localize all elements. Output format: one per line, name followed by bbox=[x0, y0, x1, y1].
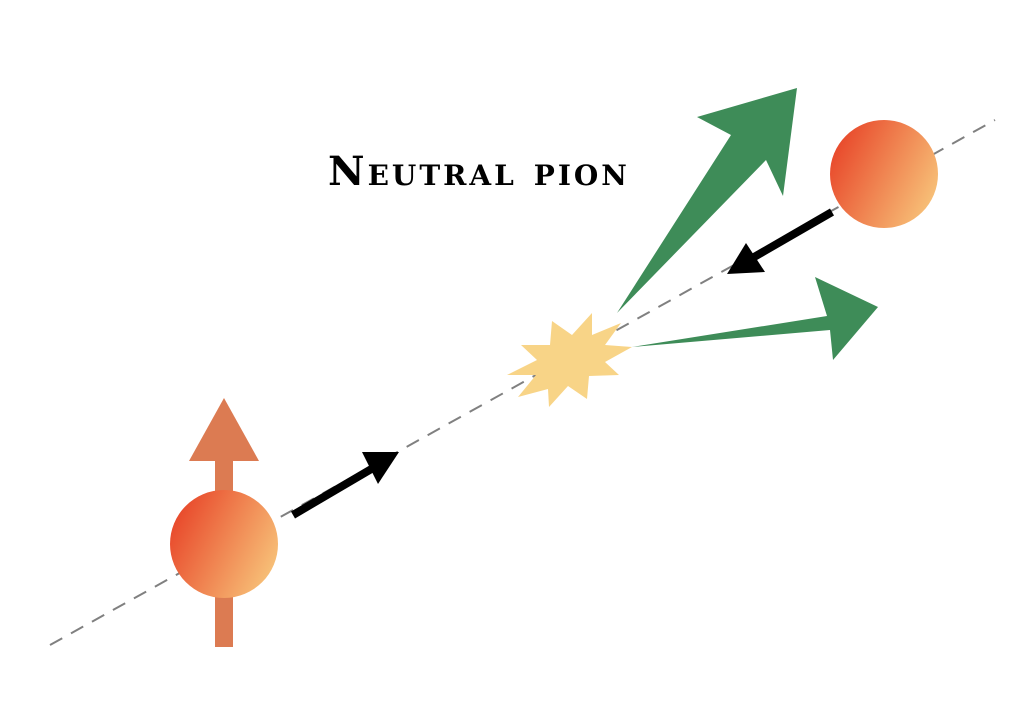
target-proton bbox=[830, 120, 938, 228]
neutral-pion-label: Neutral pion bbox=[328, 148, 630, 195]
momentum-arrow-right bbox=[727, 208, 835, 274]
spin-arrow bbox=[189, 398, 259, 647]
momentum-arrow-left bbox=[290, 452, 399, 519]
photon-arrow-upper bbox=[617, 88, 797, 313]
photon-arrow-lower bbox=[632, 277, 878, 360]
collision-burst bbox=[507, 313, 632, 407]
polarized-proton bbox=[170, 490, 278, 598]
